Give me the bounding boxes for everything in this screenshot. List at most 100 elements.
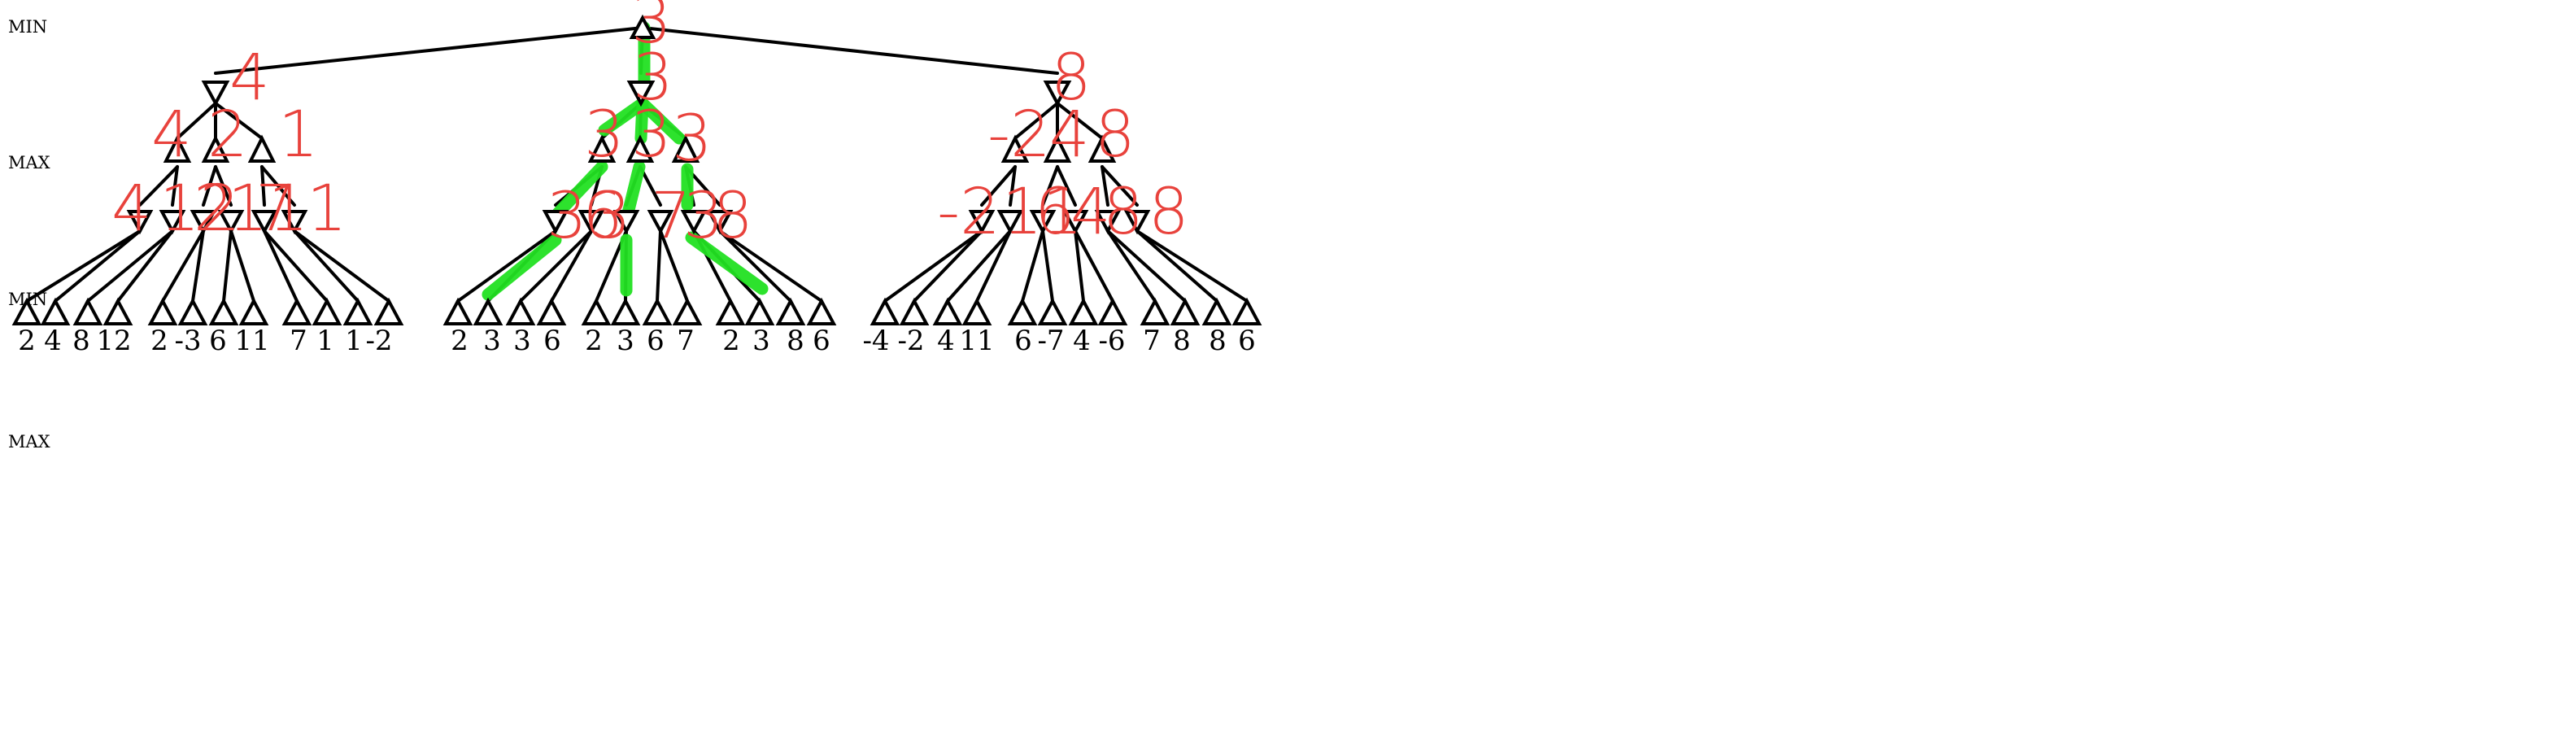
edge-min-2-0-to-max-0 [980,165,1017,207]
edge-min-0-0-to-max-0 [138,165,179,207]
edge-root-to-max-0 [214,26,644,75]
leaf-node [581,297,612,325]
annotation-max-0-1-0-value: 2 [194,172,234,246]
leaf-value: 6 [813,325,830,357]
edge-max-0-2-1-to-leaf-0 [293,229,360,303]
edge-min-2-2-to-max-0 [1101,165,1109,207]
annotation-min-2-1-value: 4 [1049,98,1090,172]
max-node [542,210,569,235]
annotation-min-1-1-value: 3 [631,98,672,172]
max-node [217,210,245,235]
edge-min-0-2-to-max-0 [260,165,266,207]
max-node [680,210,708,235]
leaf-node [932,297,963,325]
leaf-value: -2 [365,325,392,357]
annotation-min-0-0-value: 4 [151,98,192,172]
edge-root-to-max-2 [641,26,1059,75]
max-node [612,210,640,235]
leaf-value: -2 [897,325,924,357]
edge-max-1-1-1-to-leaf-1 [659,229,689,303]
edge-max-2-0-1-to-leaf-0 [946,229,1012,303]
annotation-max-0-0-1-value: 12 [159,172,240,246]
edge-max-0-0-1-to-leaf-1 [116,229,174,303]
edge-max-0-1-0-to-leaf-1 [191,229,205,303]
leaf-node [672,297,703,325]
leaf-value: 1 [316,325,334,357]
max-node [1123,210,1151,235]
edge-min-0-2-to-max-1 [260,165,296,207]
highlight-middle-to-min-0 [598,97,649,137]
min-node [163,134,192,163]
leaf-value: 8 [72,325,90,357]
leaf-value: 7 [290,325,307,357]
edge-max-1-2-1-to-leaf-0 [718,229,792,303]
edge-max-2-0-0-to-leaf-0 [883,229,983,303]
leaf-node [1201,297,1232,325]
highlight-min-0-to-max [551,160,608,220]
annotation-max-2-2-0-value: 8 [1103,176,1144,249]
max-node [1043,81,1072,107]
annotation-max-1-1-1-value: 7 [651,180,691,253]
edge-max-0-0-1-to-leaf-0 [86,229,174,303]
leaf-value: 2 [451,325,469,357]
leaf-node [72,297,103,325]
level-label-root: MIN [8,17,47,37]
edge-max-2-to-min-2 [1056,102,1104,140]
leaf-value: 6 [1238,325,1256,357]
leaf-node [312,297,342,325]
annotation-min-1-0-value: 3 [584,98,625,172]
min-node [1000,134,1030,163]
leaf-value: -4 [862,325,889,357]
annotation-max-0-2-0-value: 7 [255,172,296,246]
annotation-max-1-0-1-value: 6 [582,180,623,253]
root-min-node [629,14,656,39]
annotation-max-2-1-1-value: 4 [1070,176,1111,249]
max-node [159,210,186,235]
leaf-node [208,297,239,325]
tree-nodes [11,14,1262,325]
edge-max-2-1-0-to-leaf-1 [1041,229,1054,303]
leaf-value: 2 [722,325,740,357]
leaf-node [1140,297,1170,325]
leaf-node [744,297,775,325]
leaf-value: 3 [513,325,531,357]
annotation-max-0-value: 4 [229,41,270,115]
annotation-max-1-2-1-value: 8 [713,180,753,253]
leaf-value: 3 [752,325,770,357]
leaf-node [281,297,312,325]
annotation-min-2-2-value: 8 [1095,98,1135,172]
edge-max-0-1-1-to-leaf-0 [222,229,233,303]
annotation-max-0-2-1-value: 1 [307,172,347,246]
edge-max-0-1-0-to-leaf-0 [161,229,205,303]
highlight-middle-to-min-2 [636,97,686,145]
edge-min-0-1-to-max-0 [202,165,217,207]
leaf-value: 2 [150,325,168,357]
leaf-value: 3 [483,325,501,357]
edge-max-2-1-0-to-leaf-0 [1021,229,1044,303]
edge-max-0-2-1-to-leaf-1 [293,229,390,303]
edge-max-2-2-0-to-leaf-1 [1106,229,1187,303]
annotation-min-1-2-value: 3 [672,103,713,176]
max-node [201,81,230,107]
edge-max-2-1-1-to-leaf-1 [1074,229,1114,303]
edge-min-0-1-to-max-1 [214,165,233,207]
leaf-value: 3 [617,325,634,357]
leaf-value: 4 [44,325,62,357]
annotation-max-1-2-0-value: 3 [683,180,724,253]
max-node [968,210,996,235]
leaf-node [806,297,837,325]
leaf-node [870,297,900,325]
edge-max-0-to-min-2 [214,102,264,140]
annotation-max-1-1-0-value: 3 [591,180,631,253]
edge-max-0-0-0-to-leaf-0 [25,229,142,303]
level-labels: MIN MAX MIN MAX [8,17,50,452]
leaf-node [961,297,992,325]
leaf-value: 8 [787,325,804,357]
annotation-max-2-2-1-value: 8 [1149,176,1189,249]
min-node [201,134,230,163]
leaf-node [1037,297,1068,325]
leaf-node [536,297,567,325]
edge-min-2-1-to-max-0 [1041,165,1059,207]
annotation-max-2-value: 8 [1051,41,1092,115]
